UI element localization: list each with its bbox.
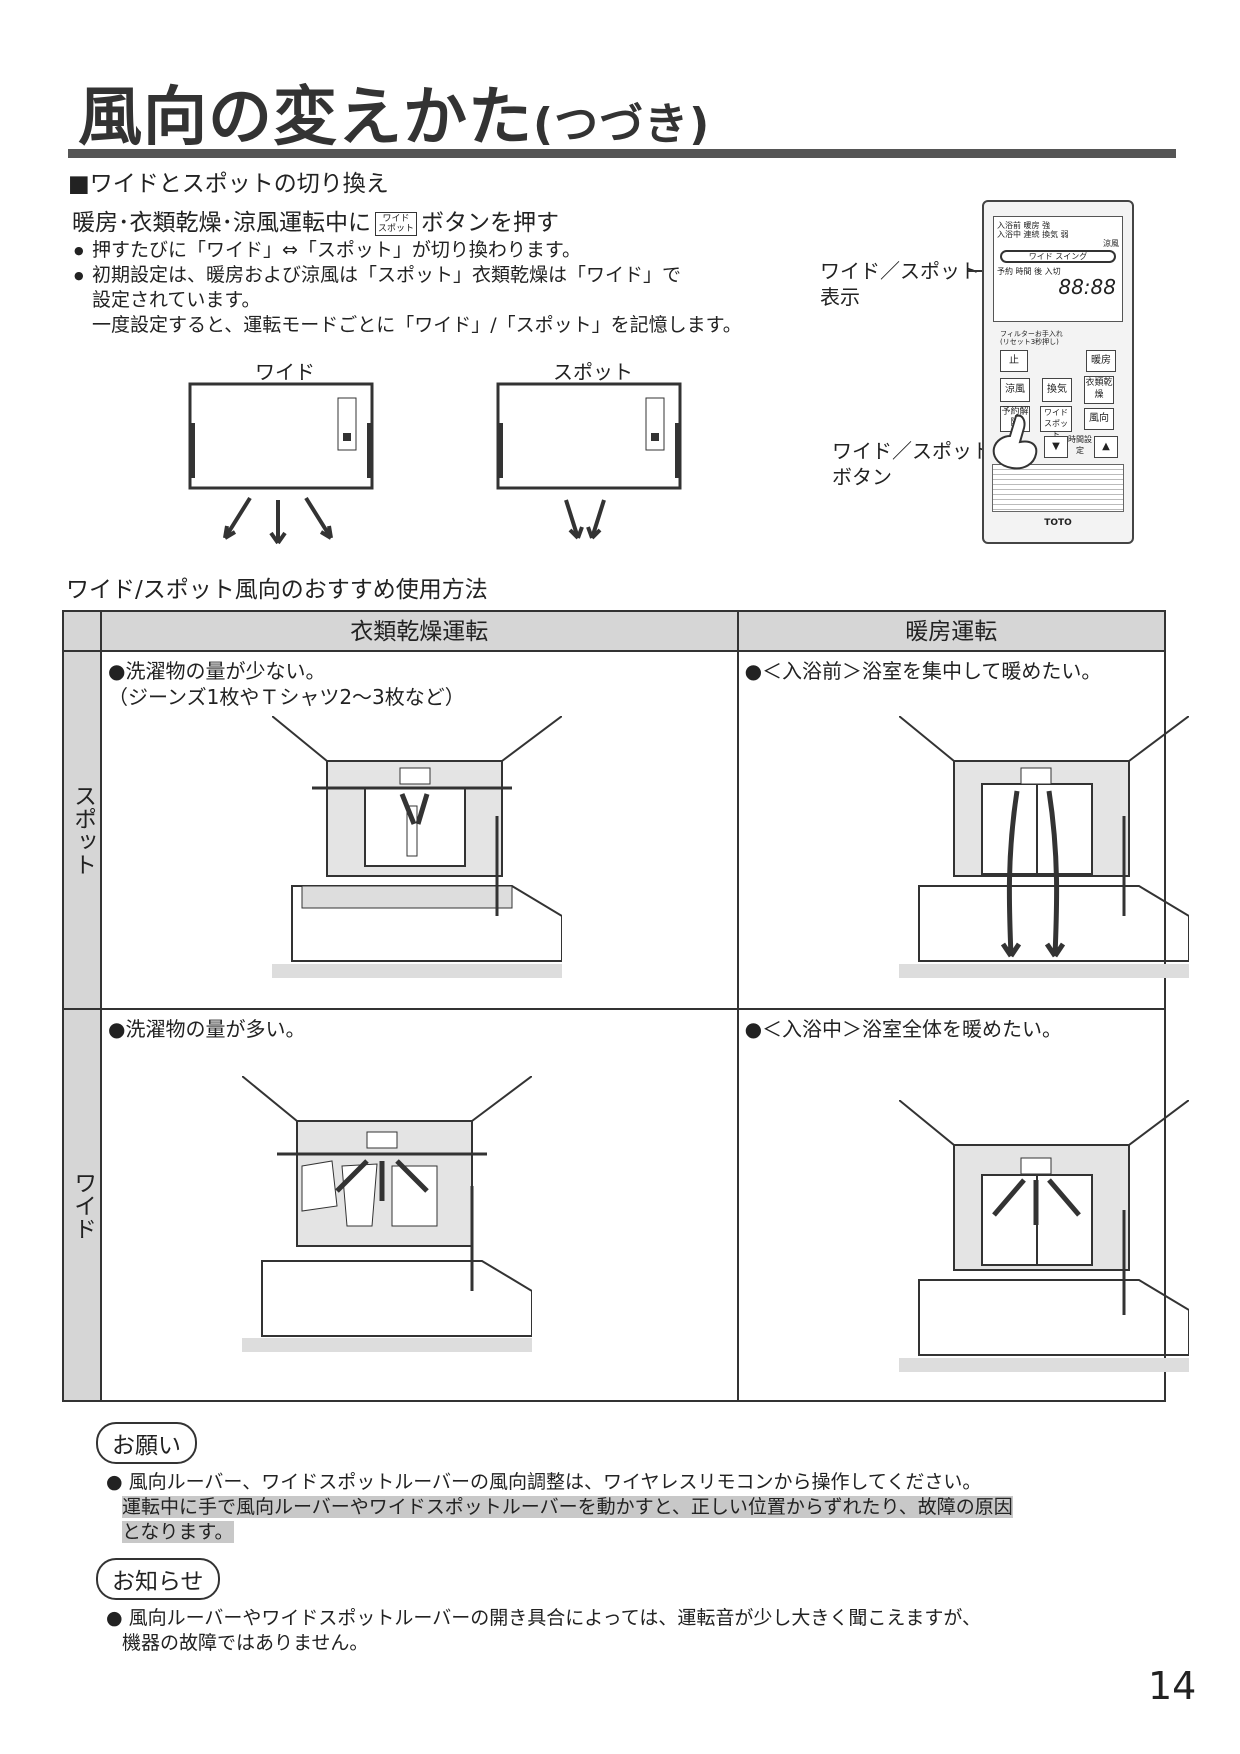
bathroom-wide-dry-illustration [242, 1076, 532, 1352]
filter-note-line: (リセット3秒押し) [1000, 338, 1059, 346]
title-suffix: (つづき) [533, 99, 711, 150]
cell-wide-dry: ●洗濯物の量が多い。 [100, 1008, 739, 1402]
bathroom-wide-heat-illustration [898, 1100, 1189, 1372]
request-body: ● 風向ルーバー、ワイドスポットルーバーの風向調整は、ワイヤレスリモコンから操作… [106, 1470, 1013, 1545]
request-heading: お願い [96, 1422, 197, 1464]
pressing-hand-icon [992, 414, 1038, 470]
notice-body: ● 風向ルーバーやワイドスポットルーバーの開き具合によっては、運転音が少し大きく… [106, 1606, 981, 1656]
page-title: 風向の変えかた(つづき) [78, 66, 710, 158]
up-button[interactable]: ▲ [1094, 436, 1118, 458]
request-warning-line: 運転中に手で風向ルーバーやワイドスポットルーバーを動かすと、正しい位置からずれた… [122, 1496, 1013, 1518]
notice-line-text: 風向ルーバーやワイドスポットルーバーの開き具合によっては、運転音が少し大きく聞こ… [128, 1607, 981, 1629]
request-line-text: 風向ルーバー、ワイドスポットルーバーの風向調整は、ワイヤレスリモコンから操作して… [128, 1471, 982, 1493]
callout-button: ワイド／スポット ボタン [832, 438, 992, 490]
callout-display-line: ワイド／スポット [820, 259, 980, 283]
cool-button[interactable]: 涼風 [1000, 378, 1030, 402]
spot-unit-icon [496, 382, 682, 540]
lcd-digits: 88:88 [1058, 275, 1116, 299]
cell-caption: ●洗濯物の量が少ない。 （ジーンズ1枚やＴシャツ2～3枚など） [108, 659, 465, 709]
stop-button[interactable]: 止 [1000, 350, 1028, 372]
notice-heading-text: お知らせ [96, 1558, 220, 1600]
instruction-pre: 暖房･衣類乾燥･涼風運転中に [72, 210, 371, 236]
remote-lcd: 入浴前 暖房 強 入浴中 連続 換気 弱 涼風 ワイド スイング 予約 時間 後… [993, 216, 1123, 322]
row-header-text: スポット [69, 784, 96, 876]
dry-button[interactable]: 衣類乾燥 [1084, 376, 1114, 404]
wide-spot-indicator: ワイド スイング [1000, 250, 1116, 263]
request-heading-text: お願い [96, 1422, 197, 1464]
notice-line: 機器の故障ではありません。 [122, 1632, 369, 1654]
brand-logo: TOTO [1044, 518, 1072, 528]
col-header-dry: 衣類乾燥運転 [100, 610, 739, 652]
notice-heading: お知らせ [96, 1558, 220, 1600]
col-header-heat: 暖房運転 [736, 610, 1167, 652]
wide-diagram-label: ワイド [255, 360, 315, 384]
cell-caption: ●＜入浴前＞浴室を集中して暖めたい。 [744, 659, 1102, 683]
lcd-line: 涼風 [1103, 239, 1119, 248]
spot-diagram-label: スポット [553, 360, 633, 384]
filter-note: フィルターお手入れ (リセット3秒押し) [1000, 330, 1063, 346]
callout-display-line: 表示 [820, 285, 860, 309]
request-warning-line: となります。 [122, 1521, 234, 1543]
bathroom-spot-heat-illustration [898, 716, 1189, 978]
instruction-post: ボタンを押す [421, 210, 560, 236]
lcd-line: 入浴前 暖房 強 [997, 221, 1051, 230]
remote-label-plate [992, 464, 1124, 512]
request-warning: 運転中に手で風向ルーバーやワイドスポットルーバーを動かすと、正しい位置からずれた… [106, 1495, 1013, 1545]
section-heading: ■ワイドとスポットの切り換え [68, 171, 389, 197]
bullet-list: 押すたびに「ワイド」⇔「スポット」が切り換わります。 初期設定は、暖房および涼風… [72, 238, 742, 338]
request-line: ● 風向ルーバー、ワイドスポットルーバーの風向調整は、ワイヤレスリモコンから操作… [106, 1471, 982, 1493]
remote-control: 入浴前 暖房 強 入浴中 連続 換気 弱 涼風 ワイド スイング 予約 時間 後… [982, 200, 1134, 544]
heat-button[interactable]: 暖房 [1086, 350, 1116, 372]
title-rule [68, 149, 1176, 158]
time-set-label: 時間設定 [1068, 435, 1092, 455]
table-corner [62, 610, 102, 652]
row-header-text: ワイド [69, 1170, 96, 1240]
cell-caption: ●＜入浴中＞浴室全体を暖めたい。 [744, 1017, 1063, 1041]
instruction: 暖房･衣類乾燥･涼風運転中にワイドスポットボタンを押す [72, 203, 559, 237]
bullet-item: 初期設定は、暖房および涼風は「スポット」衣類乾燥は「ワイド」で [72, 263, 742, 288]
key-top: ワイド [382, 213, 410, 224]
direction-button[interactable]: 風向 [1084, 408, 1114, 430]
wide-spot-unit-diagram [188, 382, 682, 545]
bullet-cont: 設定されています。 [92, 289, 261, 311]
down-button[interactable]: ▼ [1044, 436, 1068, 458]
bathroom-spot-dry-illustration [272, 716, 562, 978]
table-title: ワイド/スポット風向のおすすめ使用方法 [66, 577, 488, 603]
cell-caption: ●洗濯物の量が多い。 [108, 1017, 306, 1041]
title-text: 風向の変えかた [78, 81, 533, 155]
lcd-line: 入浴中 連続 換気 弱 [997, 230, 1069, 239]
recommendation-table: 衣類乾燥運転 暖房運転 スポット ●洗濯物の量が少ない。 （ジーンズ1枚やＴシャ… [62, 610, 1189, 1402]
callout-display: ワイド／スポット 表示 [820, 258, 980, 310]
row-header-wide: ワイド [62, 1008, 102, 1402]
callout-button-line: ボタン [832, 465, 892, 489]
row-header-spot: スポット [62, 650, 102, 1010]
callout-button-line: ワイド／スポット [832, 439, 992, 463]
wide-spot-key-icon: ワイドスポット [375, 211, 418, 236]
wide-spot-button[interactable]: ワイドスポット [1040, 406, 1072, 439]
wide-unit-icon [188, 382, 374, 545]
cell-wide-heat: ●＜入浴中＞浴室全体を暖めたい。 [736, 1008, 1189, 1402]
bullet-item: 押すたびに「ワイド」⇔「スポット」が切り換わります。 [72, 238, 742, 263]
filter-note-line: フィルターお手入れ [1000, 330, 1063, 338]
lcd-time-label: 予約 時間 後 入切 [997, 267, 1061, 276]
key-bottom: スポット [378, 223, 415, 234]
cell-spot-dry: ●洗濯物の量が少ない。 （ジーンズ1枚やＴシャツ2～3枚など） [100, 650, 739, 1010]
cell-spot-heat: ●＜入浴前＞浴室を集中して暖めたい。 [736, 650, 1189, 1010]
bullet-cont: 一度設定すると、運転モードごとに「ワイド」/「スポット」を記憶します。 [92, 314, 742, 336]
page-number: 14 [1148, 1664, 1197, 1708]
notice-line: ● 風向ルーバーやワイドスポットルーバーの開き具合によっては、運転音が少し大きく… [106, 1607, 981, 1629]
vent-button[interactable]: 換気 [1042, 378, 1072, 402]
